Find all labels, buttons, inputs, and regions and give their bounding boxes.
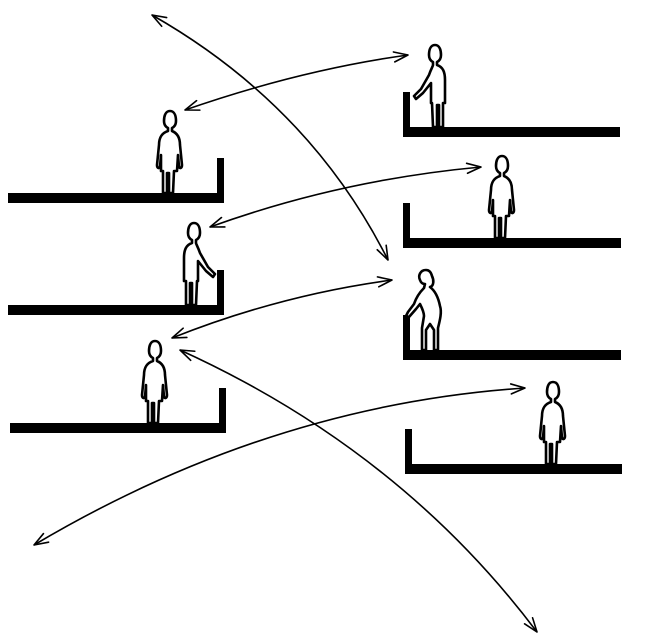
- balcony-right-4-parapet: [405, 429, 412, 474]
- balcony-left-1-parapet: [217, 158, 224, 203]
- figure-right-3: [404, 268, 443, 352]
- figure-left-2: [182, 221, 217, 307]
- sight-line-6: [33, 383, 526, 546]
- figure-left-3: [140, 339, 169, 425]
- balcony-right-3-slab: [403, 350, 621, 360]
- balcony-right-4: [405, 429, 622, 474]
- balcony-left-1-slab: [8, 193, 224, 203]
- balcony-right-3-parapet: [403, 315, 410, 360]
- sight-line-3: [171, 276, 393, 339]
- sight-line-2: [209, 162, 482, 228]
- figure-right-1: [412, 43, 447, 129]
- balcony-right-2-parapet: [403, 203, 410, 248]
- figure-right-2: [487, 154, 516, 240]
- balcony-left-1: [8, 158, 224, 203]
- sight-line-4: [151, 14, 389, 261]
- balcony-right-1: [403, 92, 620, 137]
- balcony-left-3-parapet: [219, 388, 226, 433]
- balcony-left-2-slab: [8, 305, 224, 315]
- balcony-left-2-parapet: [217, 270, 224, 315]
- balcony-left-3-slab: [10, 423, 226, 433]
- balcony-right-4-slab: [405, 464, 622, 474]
- balcony-right-1-parapet: [403, 92, 410, 137]
- sight-line-1: [184, 51, 409, 111]
- balcony-left-3: [10, 388, 226, 433]
- figure-left-1: [155, 109, 184, 195]
- figure-right-4: [538, 380, 567, 466]
- balcony-right-2-slab: [403, 238, 621, 248]
- balcony-right-1-slab: [403, 127, 620, 137]
